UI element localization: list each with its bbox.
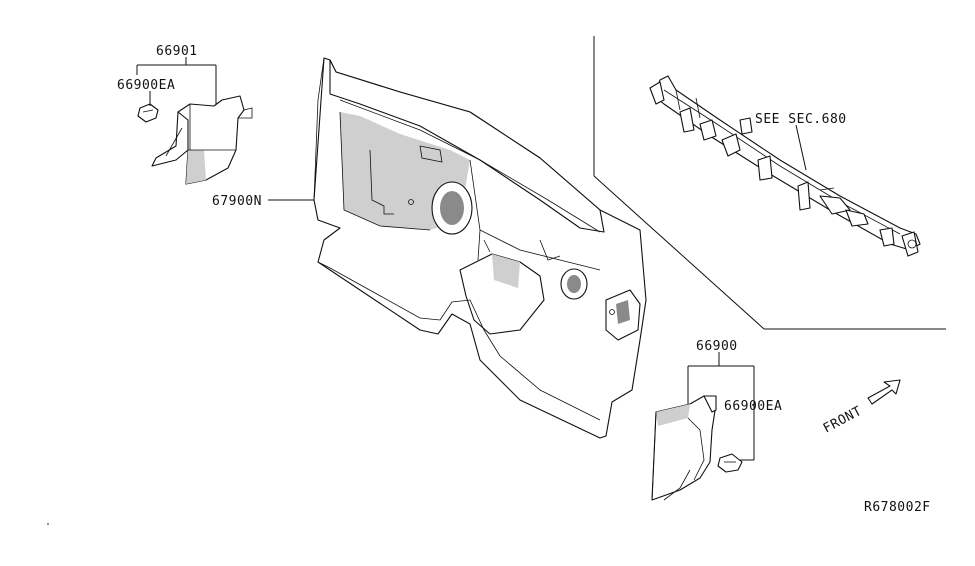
label-66900: 66900	[696, 339, 738, 354]
side-trim-66900	[651, 395, 717, 501]
label-front: FRONT	[821, 404, 865, 437]
label-67900n: 67900N	[212, 194, 262, 209]
clip-66900ea-left	[137, 103, 159, 123]
diagram-reference: R678002F	[864, 500, 931, 515]
label-66900ea-left: 66900EA	[117, 78, 175, 93]
label-see-sec-680: SEE SEC.680	[755, 112, 847, 127]
clip-66900ea-right	[717, 453, 743, 473]
label-66901: 66901	[156, 44, 198, 59]
dash-insulator-67900n	[313, 57, 647, 439]
dot-mark	[47, 523, 49, 525]
leaders-66900	[687, 352, 755, 461]
leader-see-sec	[795, 124, 807, 171]
side-trim-66901	[151, 95, 253, 185]
label-66900ea-right: 66900EA	[724, 399, 782, 414]
front-arrow-icon	[867, 379, 901, 405]
cross-car-beam	[649, 75, 921, 257]
leaders-66901	[136, 57, 217, 106]
section-divider	[593, 36, 946, 330]
